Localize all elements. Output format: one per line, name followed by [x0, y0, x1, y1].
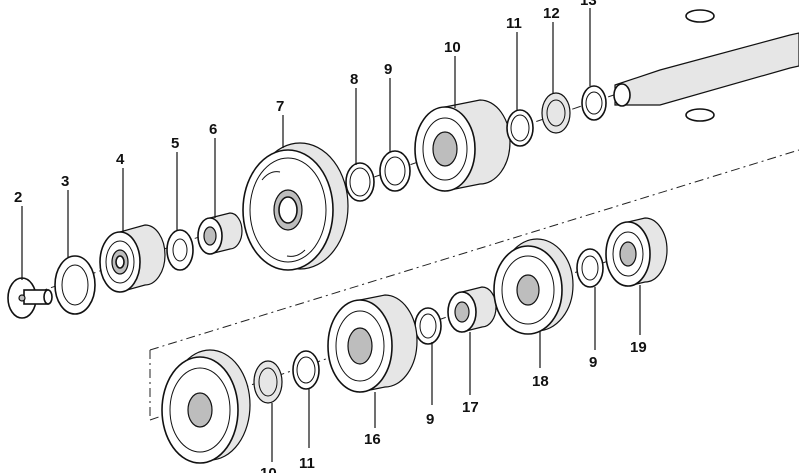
label-2: 2 — [14, 189, 22, 206]
part-9-washer-upper — [379, 150, 411, 192]
label-8: 8 — [350, 71, 358, 88]
part-7-gear — [242, 142, 349, 271]
label-16: 16 — [364, 431, 381, 448]
label-9-upper: 9 — [384, 61, 392, 78]
label-10-lower: 10 — [260, 465, 277, 473]
part-18-gear — [493, 238, 574, 335]
label-11-upper: 11 — [506, 15, 522, 32]
lower-left-gear — [161, 349, 251, 464]
label-7: 7 — [276, 98, 284, 115]
part-3-washer — [54, 255, 96, 315]
label-5: 5 — [171, 135, 179, 152]
part-9-washer-lower — [414, 307, 442, 345]
part-5-washer — [166, 229, 194, 271]
label-10-upper: 10 — [444, 39, 461, 56]
part-6-sleeve — [197, 212, 243, 255]
part-19-bearing — [605, 217, 668, 287]
part-10-needle-bearing-lower — [253, 360, 283, 404]
part-4-bearing — [99, 224, 166, 293]
part-16-gear — [327, 294, 418, 393]
part-13-washer — [581, 85, 607, 121]
part-9-washer-right — [576, 248, 604, 288]
label-11-lower: 11 — [299, 455, 315, 472]
callout-labels: 2 3 4 5 6 7 8 9 10 11 12 13 9 11 9 17 18… — [14, 0, 647, 473]
label-12: 12 — [543, 5, 560, 22]
main-shaft — [613, 9, 799, 122]
part-11-circlip-upper — [506, 109, 534, 147]
part-11-circlip-lower — [292, 350, 320, 390]
label-9-lower: 9 — [426, 411, 434, 428]
label-4: 4 — [116, 151, 125, 168]
label-6: 6 — [209, 121, 217, 138]
label-19: 19 — [630, 339, 647, 356]
part-2-cap — [7, 277, 53, 319]
leader-lines — [21, 8, 641, 462]
label-13: 13 — [580, 0, 597, 9]
part-8-ring — [345, 162, 375, 202]
label-3: 3 — [61, 173, 69, 190]
label-17: 17 — [462, 399, 479, 416]
part-17-sleeve — [447, 286, 497, 333]
part-12-needle-bearing — [541, 92, 571, 134]
label-9-right: 9 — [589, 354, 597, 371]
part-10-gear-upper — [414, 99, 511, 192]
label-18: 18 — [532, 373, 549, 390]
